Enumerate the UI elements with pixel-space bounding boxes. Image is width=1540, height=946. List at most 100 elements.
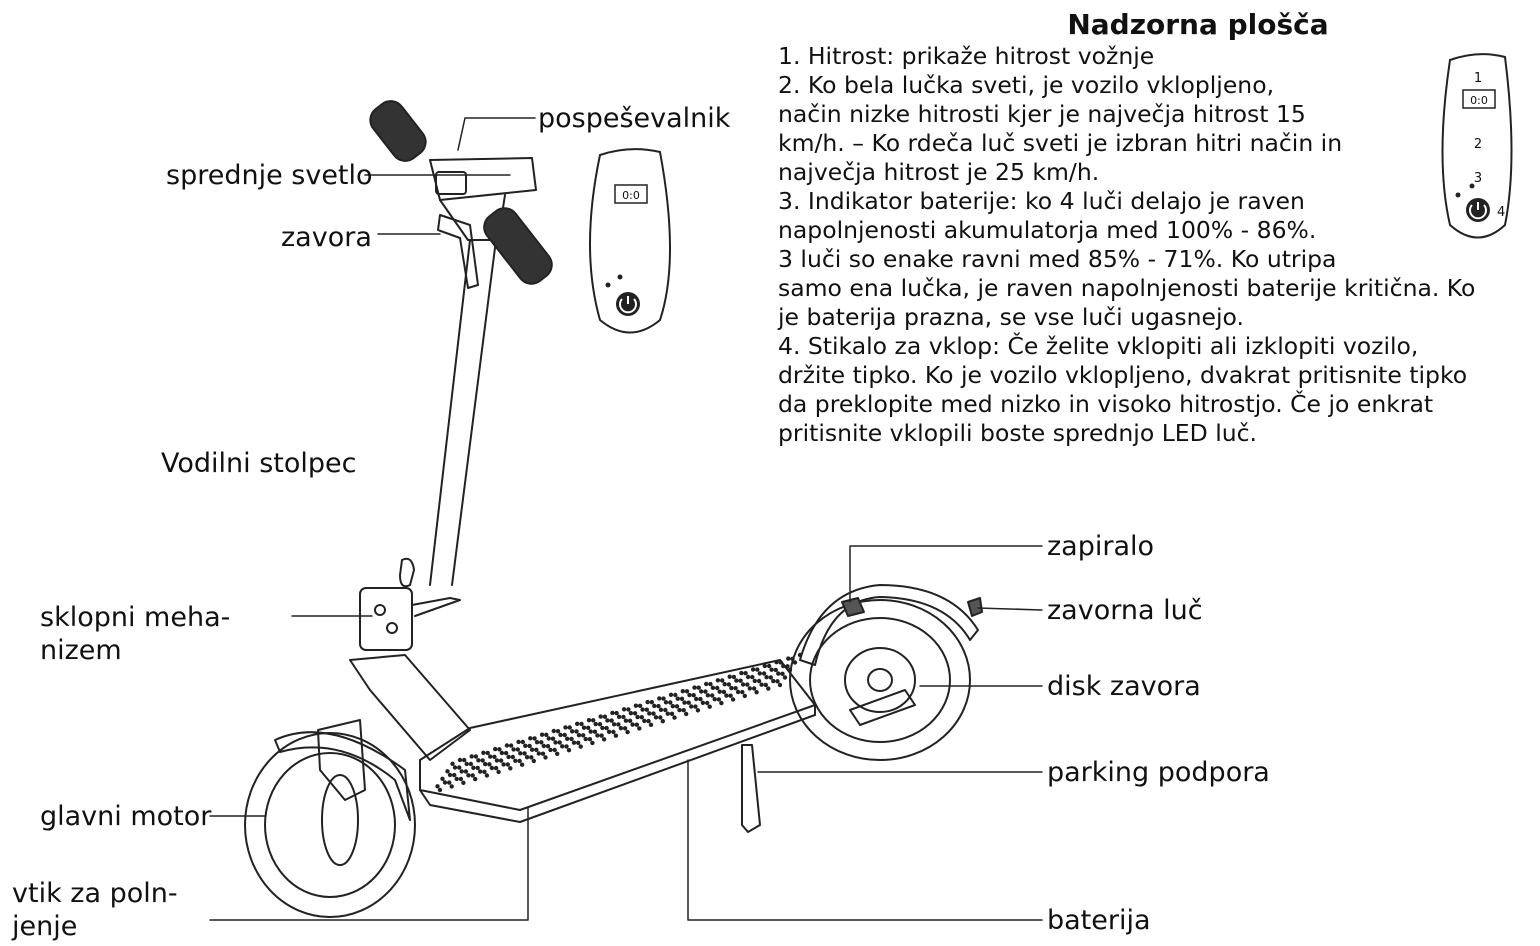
brake-lever — [437, 214, 479, 289]
deck-dot — [674, 704, 680, 709]
label-brake: zavora — [281, 222, 372, 253]
deck-dot — [565, 736, 570, 741]
deck-dot — [750, 674, 755, 680]
panel-line: 1. Hitrost: prikaže hitrost vožnje — [778, 42, 1155, 70]
deck-dot — [648, 722, 654, 727]
deck-dot — [494, 758, 500, 763]
deck-dot — [761, 671, 767, 676]
deck-dot — [503, 750, 509, 756]
deck-dot — [540, 751, 546, 756]
deck-dot — [483, 761, 488, 767]
deck-dot — [567, 725, 572, 730]
deck-dot — [663, 707, 668, 713]
deck-dot — [602, 714, 608, 719]
deck-dot — [462, 757, 467, 763]
deck-dot — [775, 679, 780, 684]
front-wheel — [244, 732, 416, 918]
deck-dot — [475, 765, 480, 771]
right-grip — [483, 207, 553, 285]
deck-dot — [529, 755, 534, 760]
deck-dot — [653, 715, 659, 720]
dashboard-small: 0:0 — [589, 148, 671, 334]
callout-3: 3 — [1474, 171, 1482, 186]
deck-dot — [733, 686, 738, 691]
deck-dot — [630, 722, 635, 727]
dashboard-description: Nadzorna plošča 1. Hitrost: prikaže hitr… — [778, 8, 1538, 448]
left-grip — [369, 100, 427, 162]
deck-dot — [689, 704, 694, 709]
steering-column-shape — [429, 239, 497, 586]
panel-line: napolnjenosti akumulatorja med 100% - 86… — [778, 216, 1317, 244]
deck-dot — [681, 708, 686, 713]
deck-dot — [639, 715, 644, 720]
deck-dot — [652, 703, 657, 709]
deck-dot — [787, 667, 793, 673]
deck-dot — [627, 718, 633, 723]
deck-dot — [586, 725, 591, 730]
deck-dot — [635, 714, 640, 720]
deck-dot — [645, 699, 650, 705]
deck-dot — [553, 740, 558, 745]
deck-dot — [710, 685, 716, 690]
panel-line: največja hitrost je 25 km/h. — [778, 158, 1100, 186]
deck-dot — [686, 700, 691, 705]
deck-dot — [766, 686, 771, 691]
deck-dot — [637, 726, 642, 731]
deck-dot — [693, 704, 698, 709]
deck-dot — [762, 663, 767, 669]
deck-dot — [555, 729, 561, 734]
deck-dot — [581, 725, 587, 730]
deck-dot — [518, 751, 523, 756]
deck-dot — [611, 722, 617, 727]
deck-dot — [463, 769, 469, 774]
deck-dot — [687, 692, 692, 698]
panel-line: 3 luči so enake ravni med 85% - 71%. Ko … — [778, 245, 1337, 273]
leader-lines — [209, 117, 1043, 921]
deck-dot — [698, 696, 703, 702]
deck-dot — [504, 743, 510, 748]
deck-dot — [440, 776, 445, 781]
deck-dot — [497, 747, 502, 752]
deck-dot — [668, 700, 673, 705]
deck — [419, 659, 816, 823]
deck-dot — [576, 733, 582, 738]
deck-dot — [539, 740, 544, 745]
deck-dot — [740, 682, 746, 687]
callout-4: 4 — [1497, 205, 1505, 220]
rear-wheel — [789, 599, 971, 761]
deck-dot — [592, 729, 598, 734]
deck-dot — [574, 729, 579, 734]
callout-1: 1 — [1474, 71, 1482, 86]
disc-brake-caliper — [849, 689, 916, 726]
deck-dot — [600, 725, 605, 731]
deck-dot — [721, 689, 727, 695]
deck-dot — [651, 711, 656, 716]
deck-dot — [637, 703, 643, 708]
deck-dot — [766, 663, 772, 669]
label-folding-mechanism: sklopni meha- nizem — [40, 601, 230, 667]
deck-dot — [442, 780, 448, 785]
deck-dot — [508, 766, 513, 771]
deck-dot — [717, 689, 722, 694]
deck-dot — [720, 678, 725, 683]
deck-dot — [786, 656, 791, 661]
deck-dot — [738, 678, 743, 683]
deck-dot — [661, 696, 666, 701]
deck-dot — [757, 671, 762, 676]
deck-dot — [777, 682, 783, 688]
deck-dot — [668, 692, 674, 697]
deck-dot — [771, 678, 776, 684]
deck-dot — [663, 700, 669, 705]
deck-dot — [522, 751, 527, 756]
deck-dot — [778, 660, 783, 665]
deck-dot — [445, 769, 450, 774]
deck-dot — [513, 758, 518, 763]
deck-dot — [658, 707, 664, 712]
deck-dot — [457, 765, 462, 770]
deck-dot — [665, 711, 670, 716]
deck-dot — [626, 707, 631, 712]
deck-dot — [745, 682, 750, 687]
deck-dot — [493, 746, 498, 752]
deck-dot — [449, 784, 454, 789]
